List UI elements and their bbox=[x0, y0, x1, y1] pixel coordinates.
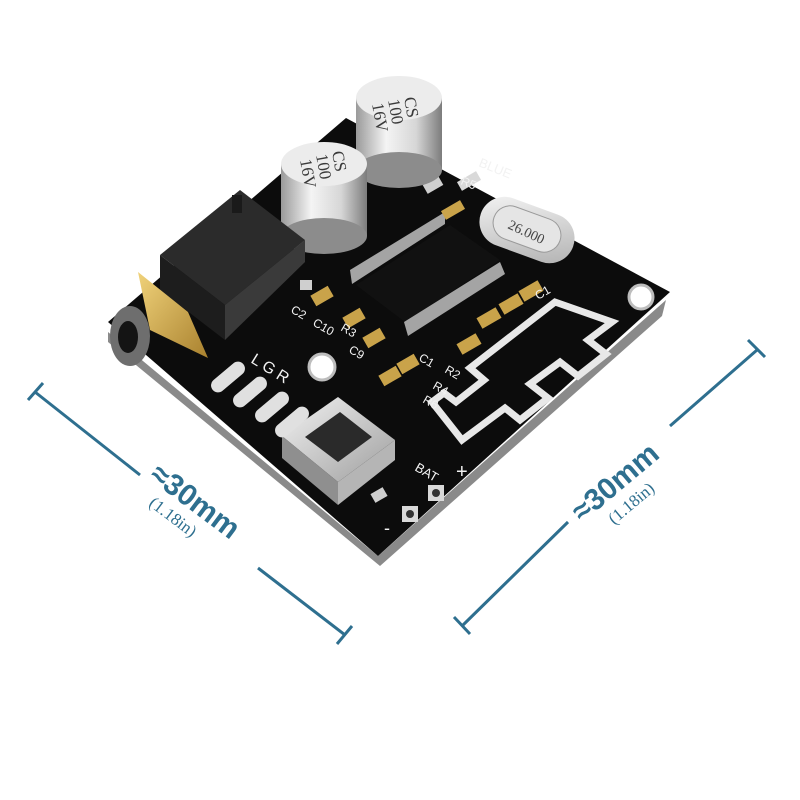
lgr-pads bbox=[211, 361, 309, 438]
capacitor-front: CS 100 16V bbox=[281, 142, 367, 254]
antenna-trace bbox=[427, 298, 620, 445]
silk-plus: + bbox=[456, 461, 468, 483]
audio-jack bbox=[110, 190, 305, 366]
dimension-right: ≈30mm (1.18in) bbox=[452, 338, 767, 636]
silk-minus: - bbox=[384, 518, 390, 538]
capacitor-rear-line3: 16V bbox=[368, 101, 392, 134]
battery-pads bbox=[402, 485, 444, 522]
capacitor-front-line2: 100 bbox=[312, 152, 335, 180]
pcb-board: 26.000 CS 100 16V bbox=[108, 76, 670, 566]
mounting-hole bbox=[627, 283, 655, 311]
silk-blue: BLUE bbox=[477, 155, 514, 182]
capacitor-front-line1: CS bbox=[328, 149, 350, 173]
silk-c1: C1 bbox=[417, 350, 438, 370]
silk-c2: C2 bbox=[289, 302, 310, 322]
capacitor-rear-line2: 100 bbox=[384, 97, 407, 125]
crystal-oscillator: 26.000 bbox=[479, 196, 575, 264]
silk-r6: R6 bbox=[421, 392, 442, 412]
silk-c1b: C1 bbox=[533, 283, 554, 303]
ic-chip bbox=[350, 212, 505, 336]
silk-c9: C9 bbox=[347, 342, 368, 362]
silk-r3: R3 bbox=[339, 320, 360, 340]
mounting-hole bbox=[307, 352, 337, 382]
silk-r2: R2 bbox=[443, 362, 464, 382]
smd-components bbox=[300, 171, 544, 503]
capacitor-front-line3: 16V bbox=[296, 157, 320, 190]
capacitor-rear-line1: CS bbox=[400, 95, 422, 119]
capacitor-rear: CS 100 16V bbox=[356, 76, 442, 188]
silk-r5: R5 bbox=[459, 174, 479, 193]
silk-r4: R4 bbox=[431, 378, 452, 398]
usb-port bbox=[282, 397, 395, 505]
